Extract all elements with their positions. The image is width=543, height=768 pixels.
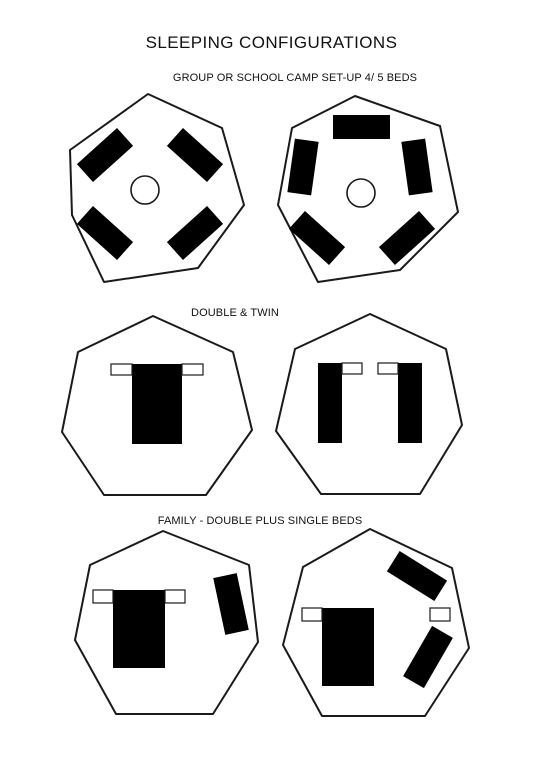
single-bed xyxy=(386,550,448,602)
bed xyxy=(166,128,224,182)
pillow xyxy=(341,362,363,375)
bed xyxy=(76,206,134,260)
tent-family-double-two-singles xyxy=(282,528,470,717)
tent-pole xyxy=(130,175,160,205)
pillow xyxy=(377,362,399,375)
tent-twin xyxy=(275,313,463,495)
single-bed xyxy=(213,573,249,635)
tent-outline xyxy=(275,313,463,495)
single-bed xyxy=(403,625,453,689)
section-title-family: FAMILY - DOUBLE PLUS SINGLE BEDS xyxy=(157,515,363,527)
single-bed xyxy=(318,363,342,443)
pillow xyxy=(181,363,204,376)
pillow xyxy=(429,607,451,622)
page-title: SLEEPING CONFIGURATIONS xyxy=(145,33,398,52)
bed xyxy=(288,211,346,265)
pillow xyxy=(301,607,323,622)
tent-double xyxy=(61,315,253,496)
tent-pole xyxy=(346,178,376,208)
tent-group-4-beds xyxy=(69,93,245,283)
tent-group-5-beds xyxy=(277,95,459,283)
double-bed xyxy=(113,590,165,668)
tent-outline xyxy=(74,530,259,715)
bed xyxy=(378,211,436,265)
bed xyxy=(287,138,319,196)
bed xyxy=(401,138,433,196)
double-bed xyxy=(322,608,374,686)
bed xyxy=(166,206,224,260)
pillow xyxy=(92,589,114,604)
double-bed xyxy=(132,364,182,444)
tent-family-double-single xyxy=(74,530,259,715)
section-title-double-twin: DOUBLE & TWIN xyxy=(191,307,279,319)
bed xyxy=(76,128,134,182)
tent-outline xyxy=(282,528,470,717)
pillow xyxy=(110,363,133,376)
single-bed xyxy=(398,363,422,443)
pillow xyxy=(164,589,186,604)
section-title-group: GROUP OR SCHOOL CAMP SET-UP 4/ 5 BEDS xyxy=(172,72,418,84)
bed xyxy=(333,115,390,139)
